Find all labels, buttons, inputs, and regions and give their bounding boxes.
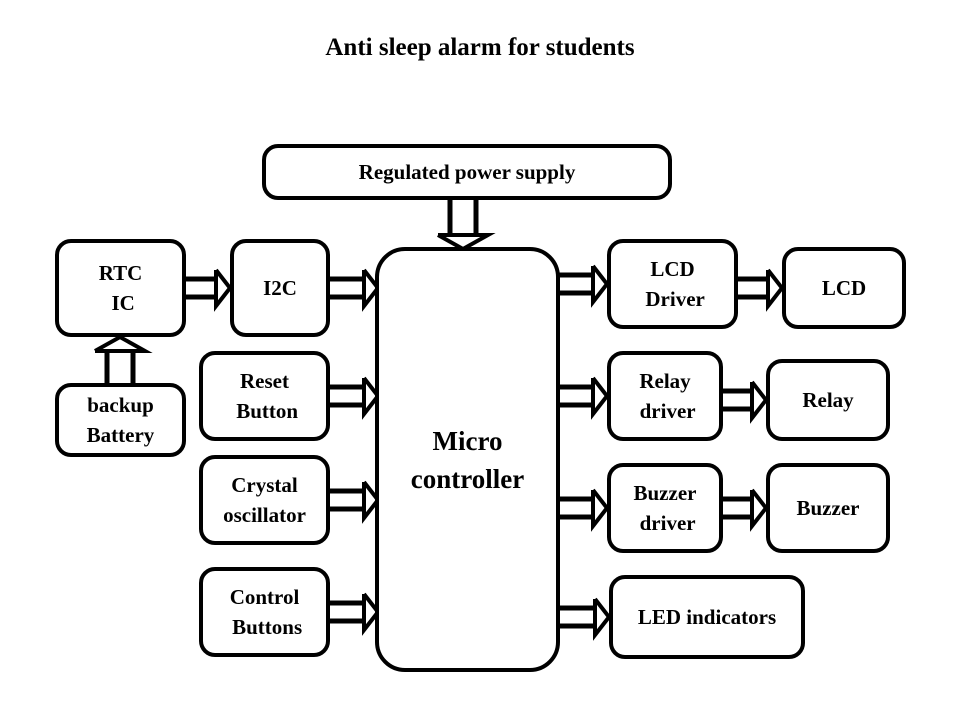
arrow-microcontroller-to-lcd-driver bbox=[557, 264, 610, 308]
arrow-microcontroller-to-relay-driver bbox=[557, 376, 610, 420]
lcd-block: LCD bbox=[782, 247, 906, 329]
backup-battery-block: backup Battery bbox=[55, 383, 186, 457]
rtc-ic-block: RTC IC bbox=[55, 239, 186, 337]
buzzer-driver-block: Buzzer driver bbox=[607, 463, 723, 553]
arrow-power-supply-to-microcontroller bbox=[437, 200, 496, 252]
arrow-microcontroller-to-buzzer-driver bbox=[557, 488, 610, 532]
buzzer-block: Buzzer bbox=[766, 463, 890, 553]
arrow-relay-driver-to-relay bbox=[723, 380, 769, 424]
arrow-lcd-driver-to-lcd bbox=[738, 268, 785, 312]
arrow-microcontroller-to-led-indicators bbox=[557, 597, 612, 641]
led-indicators-block: LED indicators bbox=[609, 575, 805, 659]
arrow-rtc-ic-to-i2c bbox=[186, 268, 233, 312]
arrow-i2c-to-microcontroller bbox=[330, 268, 381, 312]
relay-block: Relay bbox=[766, 359, 890, 441]
arrow-backup-battery-to-rtc-ic bbox=[94, 334, 153, 383]
arrow-control-buttons-to-microcontroller bbox=[330, 592, 381, 636]
reset-button-block: Reset Button bbox=[199, 351, 330, 441]
i2c-block: I2C bbox=[230, 239, 330, 337]
crystal-oscillator-block: Crystal oscillator bbox=[199, 455, 330, 545]
diagram-title: Anti sleep alarm for students bbox=[325, 34, 635, 61]
lcd-driver-block: LCD Driver bbox=[607, 239, 738, 329]
control-buttons-block: Control Buttons bbox=[199, 567, 330, 657]
regulated-power-supply-block: Regulated power supply bbox=[262, 144, 672, 200]
relay-driver-block: Relay driver bbox=[607, 351, 723, 441]
arrow-buzzer-driver-to-buzzer bbox=[723, 488, 769, 532]
arrow-crystal-oscillator-to-microcontroller bbox=[330, 480, 381, 524]
arrow-reset-button-to-microcontroller bbox=[330, 376, 381, 420]
microcontroller-block: Micro controller bbox=[375, 247, 560, 672]
